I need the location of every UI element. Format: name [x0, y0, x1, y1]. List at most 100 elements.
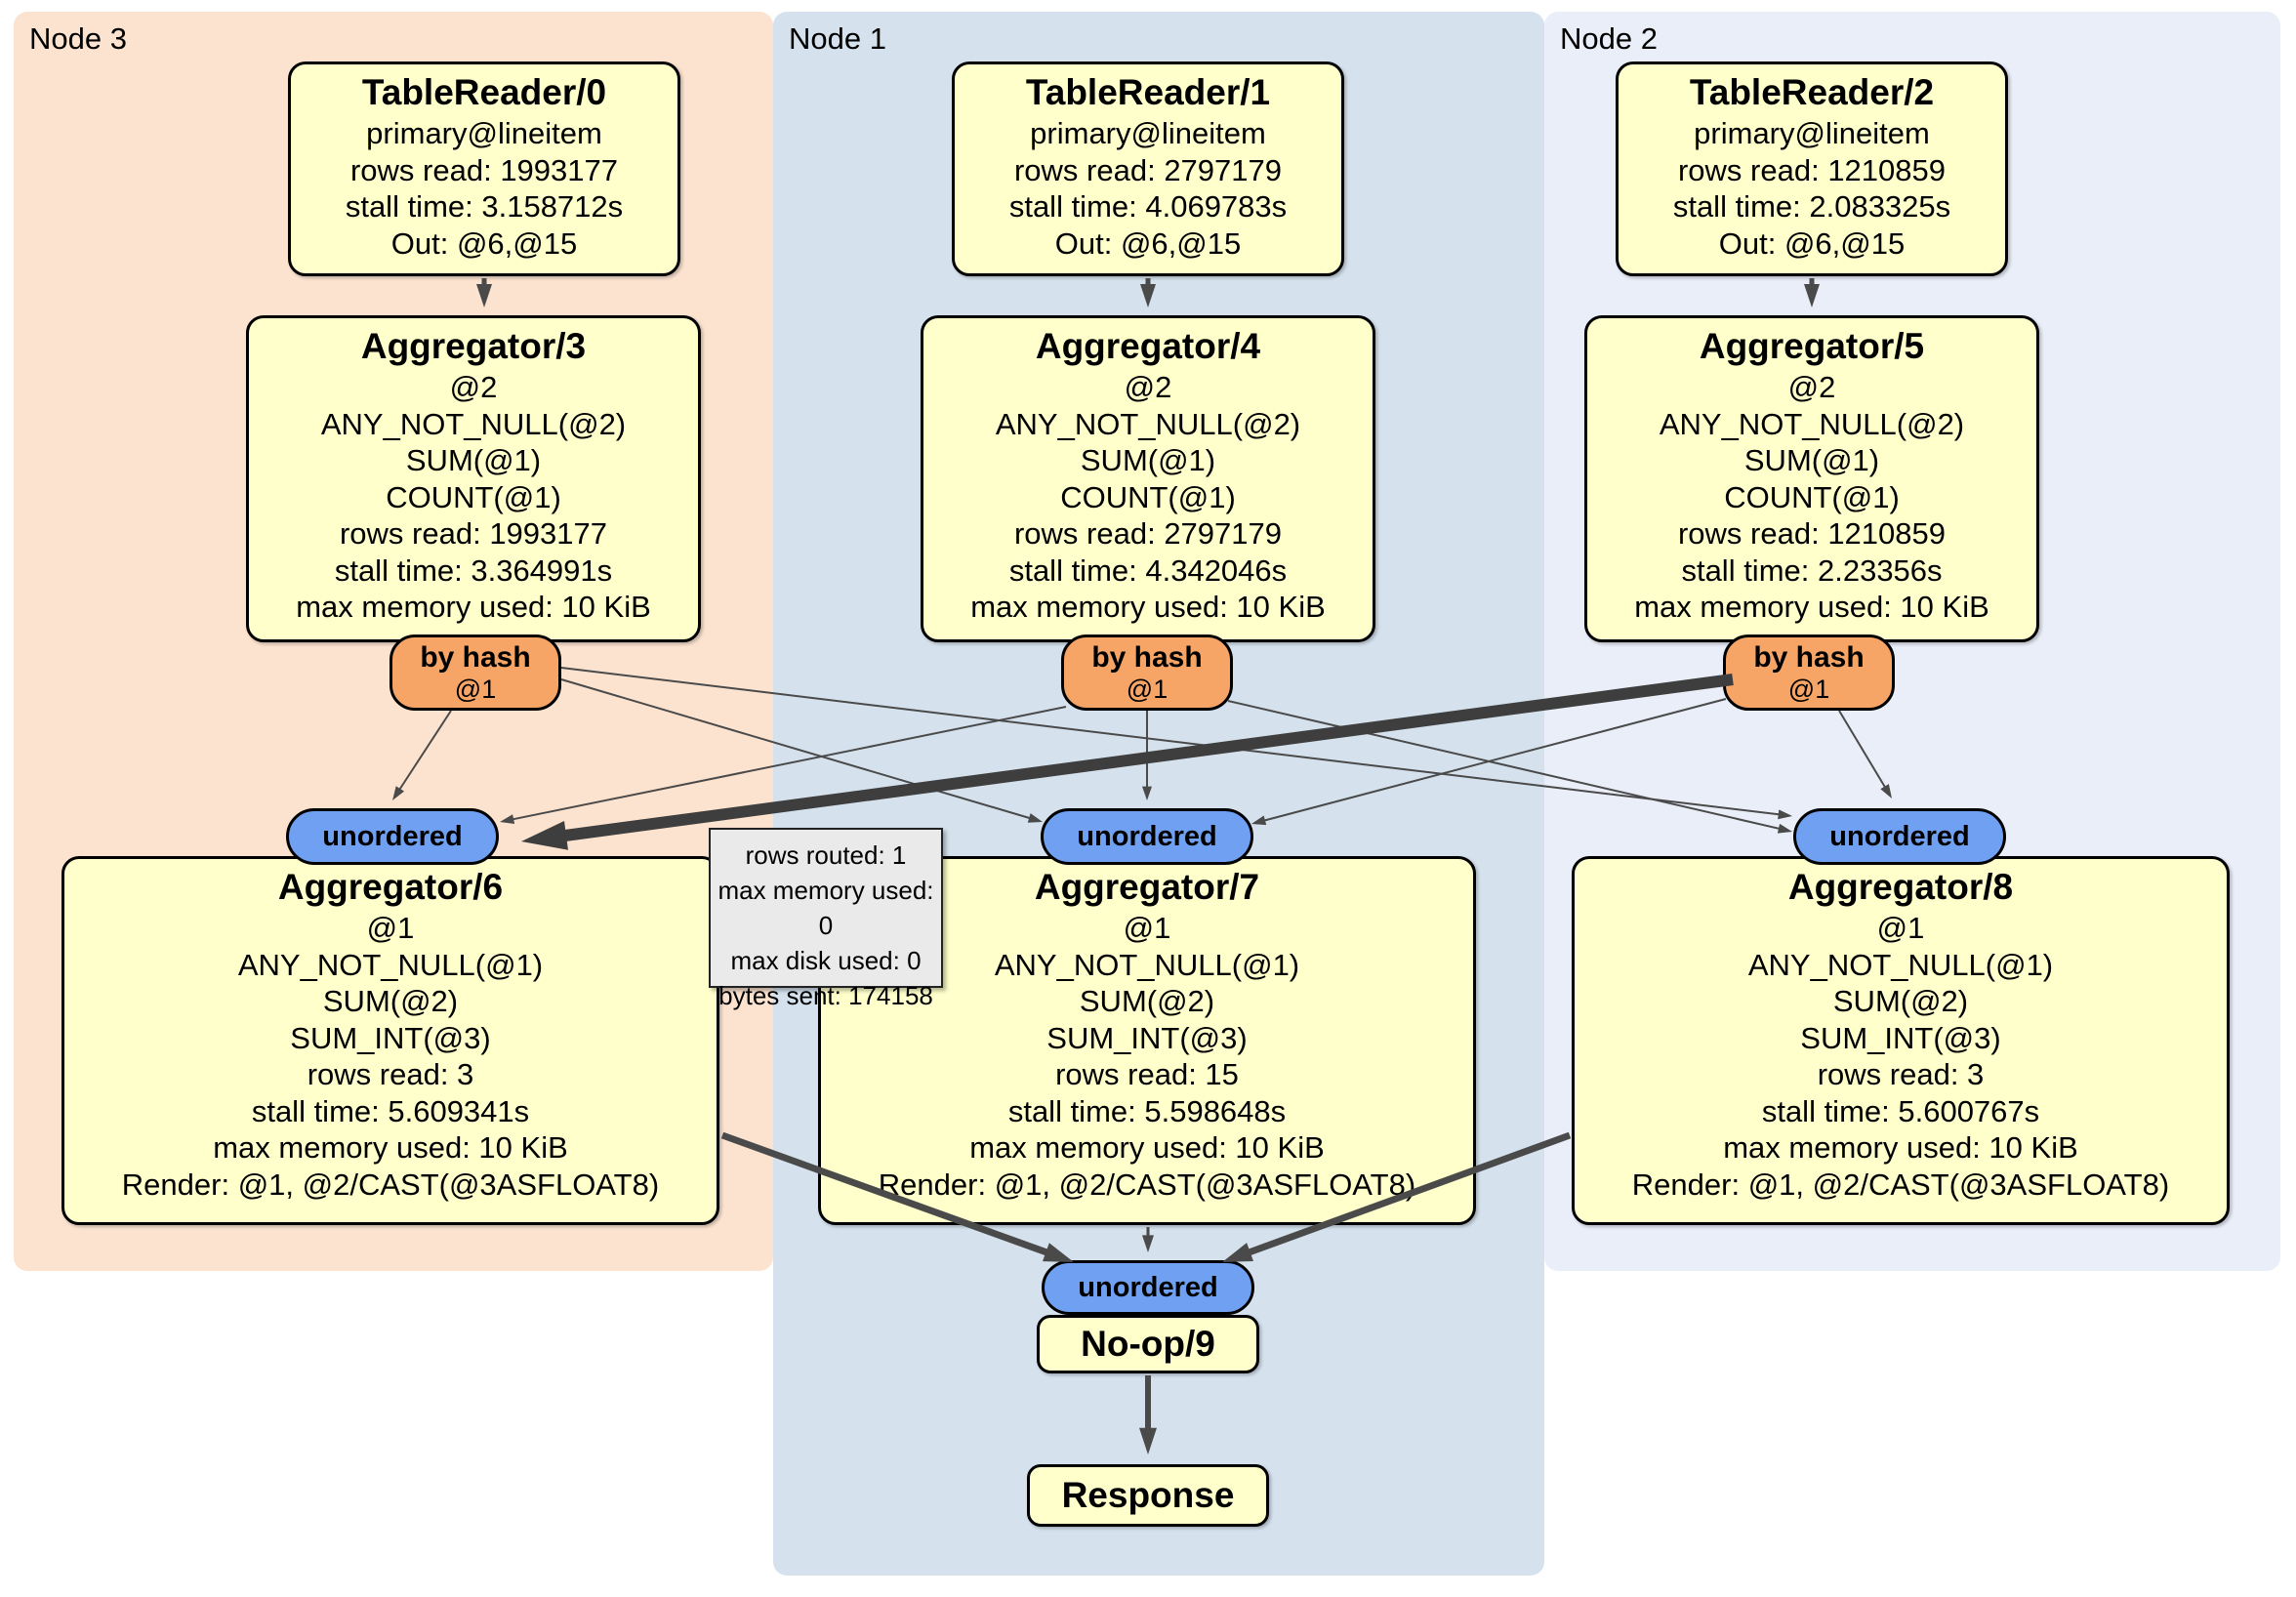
- plan-box-line: stall time: 4.069783s: [1008, 189, 1288, 224]
- plan-box-line: rows read: 1993177: [339, 516, 608, 551]
- stream-label: unordered: [1829, 820, 1970, 852]
- stream-unordered-ub[interactable]: unordered: [1042, 1260, 1254, 1315]
- plan-box-resp[interactable]: Response: [1027, 1464, 1269, 1527]
- plan-box-line: rows read: 3: [307, 1057, 474, 1091]
- plan-box-line: rows read: 15: [1055, 1057, 1239, 1091]
- router-by-hash-bh3[interactable]: by hash@1: [390, 635, 561, 711]
- plan-box-line: SUM(@2): [322, 984, 459, 1018]
- plan-box-title: TableReader/0: [361, 72, 607, 112]
- plan-box-title: Aggregator/6: [277, 867, 504, 907]
- plan-box-line: ANY_NOT_NULL(@2): [320, 406, 627, 441]
- plan-box-line: rows read: 2797179: [1013, 516, 1283, 551]
- plan-box-line: primary@lineitem: [366, 116, 602, 150]
- plan-box-line: @2: [449, 370, 498, 404]
- router-label: by hash: [1753, 641, 1865, 674]
- plan-box-line: max memory used: 10 KiB: [296, 590, 651, 624]
- plan-box-line: stall time: 5.609341s: [251, 1093, 530, 1128]
- plan-box-line: SUM(@1): [405, 443, 542, 477]
- region-label: Node 3: [29, 21, 127, 56]
- plan-box-line: Out: @6,@15: [1054, 225, 1242, 261]
- router-label: by hash: [1091, 641, 1203, 674]
- plan-box-line: rows read: 1210859: [1677, 516, 1947, 551]
- plan-box-title: Aggregator/7: [1034, 867, 1260, 907]
- plan-box-line: COUNT(@1): [386, 479, 561, 514]
- plan-box-line: ANY_NOT_NULL(@1): [237, 947, 544, 982]
- router-by-hash-bh5[interactable]: by hash@1: [1723, 635, 1895, 711]
- plan-box-line: ANY_NOT_NULL(@1): [994, 947, 1300, 982]
- plan-box-line: stall time: 5.600767s: [1761, 1093, 2040, 1128]
- tooltip-line: rows routed: 1: [745, 840, 907, 870]
- plan-box-line: @1: [366, 911, 415, 945]
- plan-box-line: max memory used: 10 KiB: [213, 1130, 568, 1165]
- router-hash-column: @1: [1787, 675, 1830, 704]
- plan-box-title: Aggregator/8: [1787, 867, 2014, 907]
- router-label: by hash: [420, 641, 531, 674]
- plan-box-line: primary@lineitem: [1694, 116, 1930, 150]
- tooltip-line: max disk used: 0: [730, 946, 922, 975]
- plan-box-line: Render: @1, @2/CAST(@3ASFLOAT8): [878, 1167, 1416, 1202]
- stream-unordered-u2[interactable]: unordered: [1793, 808, 2006, 865]
- plan-box-line: max memory used: 10 KiB: [1634, 590, 1989, 624]
- plan-box-line: SUM(@1): [1080, 443, 1216, 477]
- plan-box-line: rows read: 1210859: [1677, 152, 1947, 187]
- plan-box-noop[interactable]: No-op/9: [1037, 1315, 1259, 1373]
- stream-label: unordered: [322, 820, 463, 852]
- plan-box-line: rows read: 3: [1817, 1057, 1985, 1091]
- plan-box-title: TableReader/1: [1025, 72, 1271, 112]
- plan-box-line: max memory used: 10 KiB: [1723, 1130, 2078, 1165]
- plan-box-line: stall time: 3.158712s: [345, 189, 624, 224]
- plan-box-line: Render: @1, @2/CAST(@3ASFLOAT8): [121, 1167, 660, 1202]
- plan-box-line: @1: [1123, 911, 1171, 945]
- router-hash-column: @1: [1126, 675, 1168, 704]
- plan-box-line: rows read: 1993177: [349, 152, 619, 187]
- plan-box-line: SUM(@1): [1743, 443, 1880, 477]
- plan-box-line: SUM(@2): [1079, 984, 1215, 1018]
- stream-unordered-u1[interactable]: unordered: [1041, 808, 1253, 865]
- router-by-hash-bh4[interactable]: by hash@1: [1061, 635, 1233, 711]
- plan-box-line: Render: @1, @2/CAST(@3ASFLOAT8): [1631, 1167, 2170, 1202]
- stream-label: unordered: [1078, 1271, 1218, 1303]
- plan-box-line: SUM_INT(@3): [290, 1020, 491, 1055]
- stream-label: unordered: [1077, 820, 1217, 852]
- router-stats-tooltip: rows routed: 1 max memory used: 0 max di…: [709, 828, 943, 1010]
- plan-box-line: primary@lineitem: [1030, 116, 1266, 150]
- plan-box-line: SUM_INT(@3): [1046, 1020, 1248, 1055]
- stream-unordered-u3[interactable]: unordered: [286, 808, 499, 865]
- plan-box-line: stall time: 3.364991s: [334, 553, 613, 588]
- plan-box-line: COUNT(@1): [1724, 479, 1900, 514]
- plan-box-line: @2: [1124, 370, 1172, 404]
- plan-box-title: No-op/9: [1081, 1324, 1215, 1364]
- plan-box-line: stall time: 2.23356s: [1681, 553, 1943, 588]
- plan-box-title: Aggregator/3: [360, 326, 587, 366]
- router-hash-column: @1: [454, 675, 497, 704]
- plan-box-title: TableReader/2: [1689, 72, 1935, 112]
- plan-box-line: max memory used: 10 KiB: [970, 590, 1326, 624]
- plan-box-line: ANY_NOT_NULL(@2): [995, 406, 1301, 441]
- plan-box-line: stall time: 5.598648s: [1007, 1093, 1287, 1128]
- region-label: Node 2: [1560, 21, 1658, 56]
- plan-box-line: max memory used: 10 KiB: [969, 1130, 1325, 1165]
- plan-box-line: SUM_INT(@3): [1800, 1020, 2001, 1055]
- plan-box-line: Out: @6,@15: [1718, 225, 1906, 261]
- tooltip-line: max memory used: 0: [718, 876, 934, 940]
- tooltip-line: bytes sent: 174158: [718, 981, 933, 1010]
- plan-box-line: SUM(@2): [1832, 984, 1969, 1018]
- plan-box-line: COUNT(@1): [1060, 479, 1236, 514]
- plan-box-line: @1: [1876, 911, 1925, 945]
- plan-box-title: Aggregator/5: [1699, 326, 1925, 366]
- plan-box-title: Aggregator/4: [1035, 326, 1261, 366]
- plan-box-line: stall time: 4.342046s: [1008, 553, 1288, 588]
- plan-box-line: rows read: 2797179: [1013, 152, 1283, 187]
- plan-box-title: Response: [1061, 1475, 1235, 1515]
- plan-box-line: ANY_NOT_NULL(@1): [1747, 947, 2054, 982]
- plan-box-line: ANY_NOT_NULL(@2): [1659, 406, 1965, 441]
